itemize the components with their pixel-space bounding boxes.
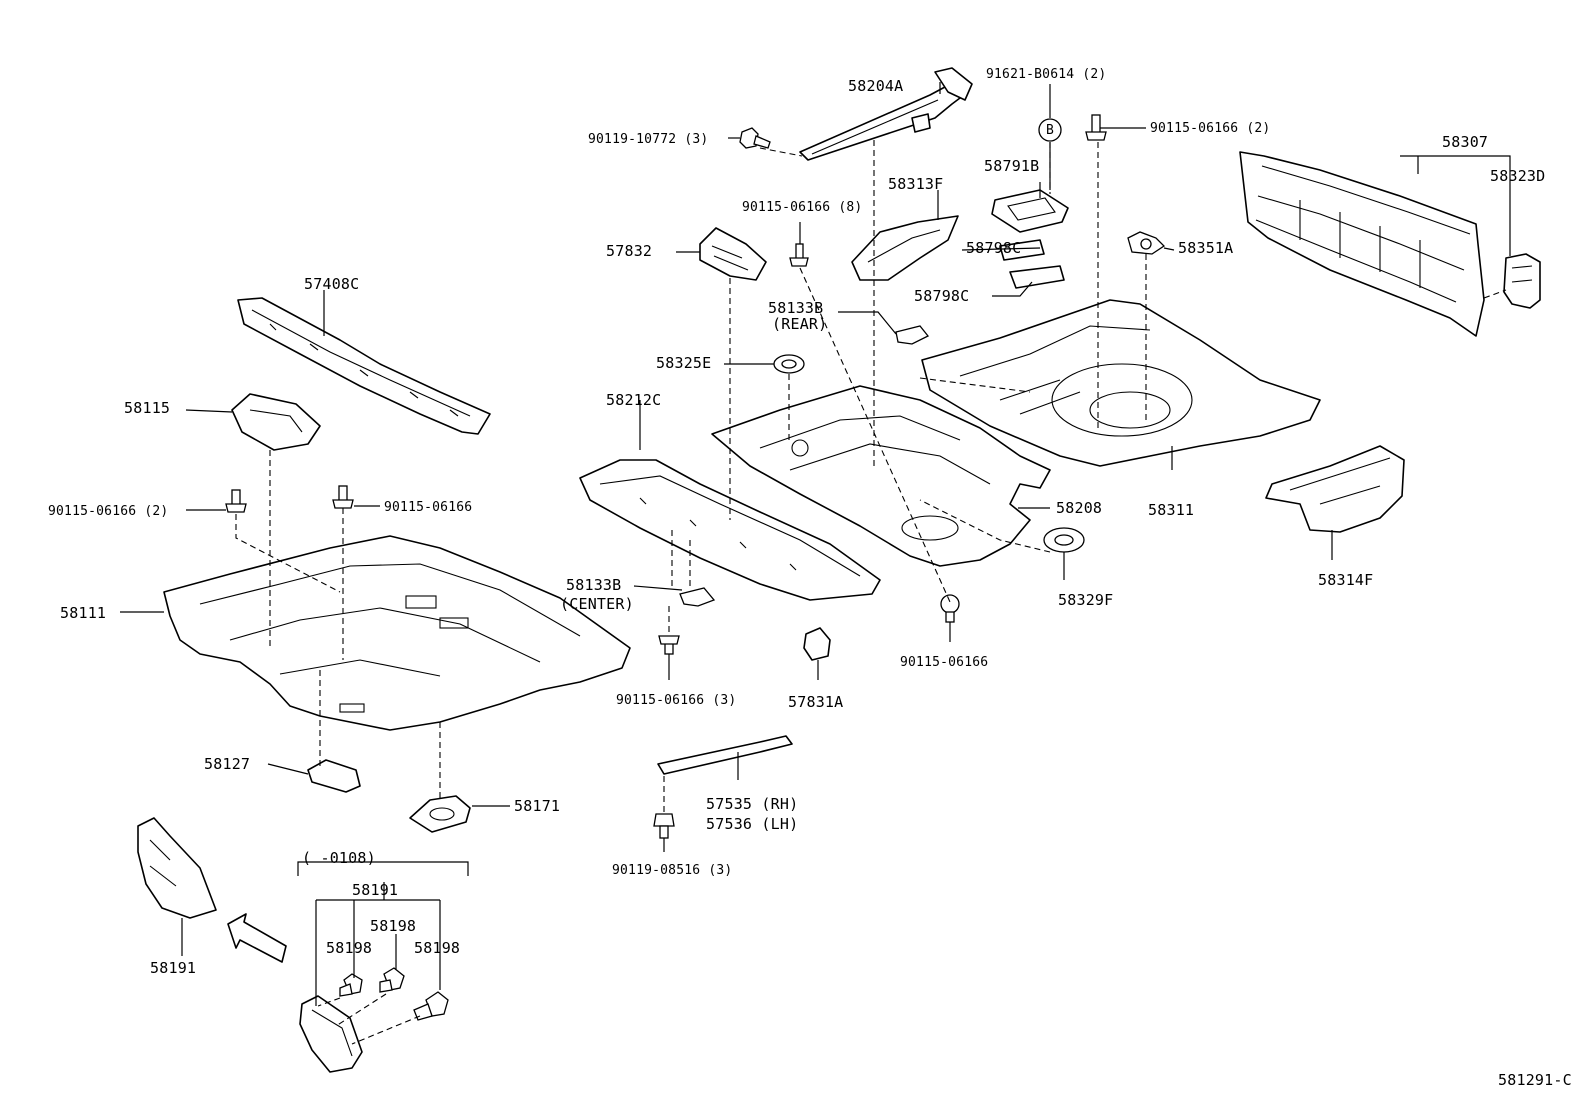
label-58111: 58111 bbox=[60, 604, 107, 622]
label-58314f: 58314F bbox=[1318, 571, 1374, 589]
part-58191-group-shape bbox=[299, 995, 363, 1073]
part-58311-shape bbox=[921, 299, 1321, 467]
part-58798c-upper-shape bbox=[999, 239, 1045, 261]
label-rear: (REAR) bbox=[772, 315, 828, 333]
part-58798c-lower-shape bbox=[1009, 265, 1065, 289]
label-90115-06166-2-top: 90115-06166 (2) bbox=[1150, 121, 1271, 136]
part-58171-shape bbox=[409, 795, 471, 833]
bolt-90115-06166-8-icon bbox=[789, 243, 809, 267]
leader-lines bbox=[120, 82, 1511, 1006]
label-57831a: 57831A bbox=[788, 693, 844, 711]
label-center: (CENTER) bbox=[560, 595, 634, 613]
part-57831a-shape bbox=[803, 627, 831, 661]
diagram-code: 581291-C bbox=[1498, 1071, 1572, 1089]
part-58329f-icon bbox=[1043, 527, 1085, 553]
label-58133b-center: 58133B bbox=[566, 576, 622, 594]
part-58307-shape bbox=[1239, 151, 1485, 337]
bolt-90115-06166-2-left-icon bbox=[225, 489, 247, 513]
label-90115-06166-2-left: 90115-06166 (2) bbox=[48, 504, 169, 519]
label-57408c: 57408C bbox=[304, 275, 360, 293]
part-58323d-shape bbox=[1503, 253, 1541, 309]
part-58191-left-shape bbox=[137, 817, 217, 919]
label-58313f: 58313F bbox=[888, 175, 944, 193]
label-58325e: 58325E bbox=[656, 354, 712, 372]
fastener-90115-06166-mid-icon bbox=[940, 594, 960, 623]
label-range-0108: ( -0108) bbox=[302, 849, 376, 867]
label-58329f: 58329F bbox=[1058, 591, 1114, 609]
bolt-58198-b-icon bbox=[379, 967, 405, 993]
label-90115-06166-mid: 90115-06166 bbox=[900, 655, 989, 670]
label-58191-left: 58191 bbox=[150, 959, 197, 977]
label-58127: 58127 bbox=[204, 755, 251, 773]
label-58798c-upper: 58798C bbox=[966, 239, 1022, 257]
label-58191-group: 58191 bbox=[352, 881, 399, 899]
label-58204a: 58204A bbox=[848, 77, 904, 95]
part-58111-shape bbox=[163, 535, 631, 731]
label-91621-b0614: 91621-B0614 (2) bbox=[986, 67, 1107, 82]
part-58351a-icon bbox=[1127, 231, 1166, 255]
label-58323d: 58323D bbox=[1490, 167, 1546, 185]
part-58204a-shape bbox=[799, 67, 973, 161]
label-58171: 58171 bbox=[514, 797, 561, 815]
label-90119-08516: 90119-08516 (3) bbox=[612, 863, 733, 878]
part-58115-shape bbox=[231, 393, 321, 451]
part-58208-shape bbox=[711, 385, 1051, 567]
part-57408c-shape bbox=[237, 297, 491, 435]
part-58313f-shape bbox=[851, 215, 959, 281]
label-58198-c: 58198 bbox=[414, 939, 461, 957]
part-58314f-shape bbox=[1265, 445, 1405, 533]
part-58325e-icon bbox=[773, 354, 805, 374]
part-58133b-rear-shape bbox=[895, 325, 930, 345]
label-57536-lh: 57536 (LH) bbox=[706, 815, 799, 833]
assembly-dashed-lines bbox=[235, 140, 1507, 1045]
part-58127-shape bbox=[307, 759, 361, 793]
bolt-90115-06166-left-icon bbox=[332, 485, 354, 509]
ref-b-circle bbox=[1038, 118, 1062, 142]
label-57535-rh: 57535 (RH) bbox=[706, 795, 799, 813]
part-58791b-shape bbox=[991, 189, 1069, 233]
label-58311: 58311 bbox=[1148, 501, 1195, 519]
label-58115: 58115 bbox=[124, 399, 171, 417]
bolt-90119-08516-icon bbox=[653, 813, 675, 839]
label-90115-06166-8: 90115-06166 (8) bbox=[742, 200, 863, 215]
label-58307: 58307 bbox=[1442, 133, 1489, 151]
label-58351a: 58351A bbox=[1178, 239, 1234, 257]
label-90115-06166-3: 90115-06166 (3) bbox=[616, 693, 737, 708]
bolt-58198-c-icon bbox=[413, 991, 449, 1021]
bolt-90115-06166-top-icon bbox=[1085, 114, 1107, 141]
label-58791b: 58791B bbox=[984, 157, 1040, 175]
label-58133b-rear: 58133B bbox=[768, 299, 824, 317]
bolt-90115-06166-3-icon bbox=[658, 635, 680, 655]
direction-arrow-icon bbox=[227, 913, 287, 963]
label-58198-b: 58198 bbox=[326, 939, 373, 957]
label-90115-06166-left: 90115-06166 bbox=[384, 500, 473, 515]
label-58198-a: 58198 bbox=[370, 917, 417, 935]
label-b: B bbox=[1046, 123, 1055, 138]
label-58798c-lower: 58798C bbox=[914, 287, 970, 305]
bolt-58198-a-icon bbox=[339, 973, 363, 997]
label-57832: 57832 bbox=[606, 242, 653, 260]
part-57535-57536-shape bbox=[657, 735, 793, 775]
part-57832-shape bbox=[699, 227, 767, 281]
label-90119-10772: 90119-10772 (3) bbox=[588, 132, 709, 147]
part-58133b-center-shape bbox=[679, 587, 716, 607]
label-58208: 58208 bbox=[1056, 499, 1103, 517]
bolt-90119-10772-icon bbox=[739, 127, 771, 149]
part-58212c-shape bbox=[579, 459, 881, 601]
label-58212c: 58212C bbox=[606, 391, 662, 409]
